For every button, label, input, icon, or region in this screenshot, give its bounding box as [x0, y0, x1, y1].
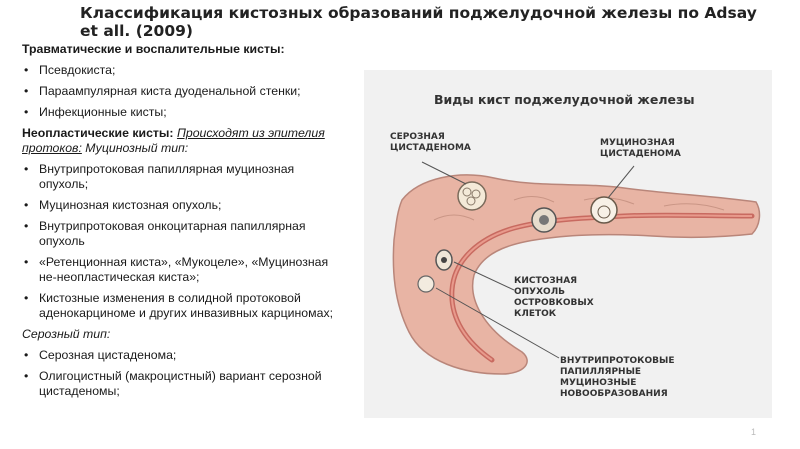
label-pointers	[421, 161, 635, 359]
slide-title: Классификация кистозных образований подж…	[80, 4, 757, 40]
page-number: 1	[750, 427, 756, 437]
classification-text: Травматические и воспалительные кисты: П…	[22, 42, 342, 405]
figure-title: Виды кист поджелудочной железы	[434, 92, 695, 107]
label-serous-cystadenoma: СЕРОЗНАЯ ЦИСТАДЕНОМА	[390, 132, 471, 153]
serous-list: Серозная цистаденома; Олигоцистный (макр…	[22, 348, 342, 399]
islet-cell-cyst	[435, 249, 453, 271]
list-item: «Ретенционная киста», «Мукоцеле», «Муцин…	[22, 255, 342, 285]
list-item: Инфекционные кисты;	[22, 105, 342, 120]
label-islet-cell-tumor: КИСТОЗНАЯ ОПУХОЛЬ ОСТРОВКОВЫХ КЛЕТОК	[514, 276, 594, 319]
label-intraductal-neoplasms: ВНУТРИПРОТОКОВЫЕ ПАПИЛЛЯРНЫЕ МУЦИНОЗНЫЕ …	[560, 356, 675, 399]
list-item: Кистозные изменения в солидной протоково…	[22, 291, 342, 321]
neoplastic-heading: Неопластические кисты: Происходят из эпи…	[22, 126, 342, 156]
serous-cystadenoma-cyst	[457, 181, 487, 211]
list-item: Псевдокиста;	[22, 63, 342, 78]
traumatic-heading: Травматические и воспалительные кисты:	[22, 42, 285, 56]
pancreas-shape	[392, 174, 761, 375]
mucinous-cystadenoma-cyst	[590, 196, 618, 224]
list-item: Муцинозная кистозная опухоль;	[22, 198, 342, 213]
mucinous-list: Внутрипротоковая папиллярная муцинозная …	[22, 162, 342, 321]
list-item: Серозная цистаденома;	[22, 348, 342, 363]
list-item: Олигоцистный (макроцистный) вариант серо…	[22, 369, 342, 399]
duct-highlight	[450, 214, 753, 361]
duct-cyst	[531, 207, 557, 233]
pancreas-drawing	[392, 161, 761, 375]
list-item: Внутрипротоковая папиллярная муцинозная …	[22, 162, 342, 192]
intraductal-cyst	[417, 275, 435, 293]
ductal-origin-note: Происходят из эпителия протоков:	[22, 126, 325, 155]
list-item: Парaампулярная киста дуоденальной стенки…	[22, 84, 342, 99]
pancreas-illustration: Виды кист поджелудочной железы СЕРОЗНАЯ …	[364, 70, 772, 418]
neoplastic-heading-label: Неопластические кисты:	[22, 126, 174, 140]
mucinous-type-label: Муцинозный тип:	[85, 141, 189, 155]
label-mucinous-cystadenoma: МУЦИНОЗНАЯ ЦИСТАДЕНОМА	[600, 138, 681, 159]
lobulation-lines	[433, 196, 725, 221]
list-item: Внутрипротоковая онкоцитарная папиллярна…	[22, 219, 342, 249]
traumatic-list: Псевдокиста; Парaампулярная киста дуоден…	[22, 63, 342, 120]
serous-type-label: Серозный тип:	[22, 327, 111, 341]
